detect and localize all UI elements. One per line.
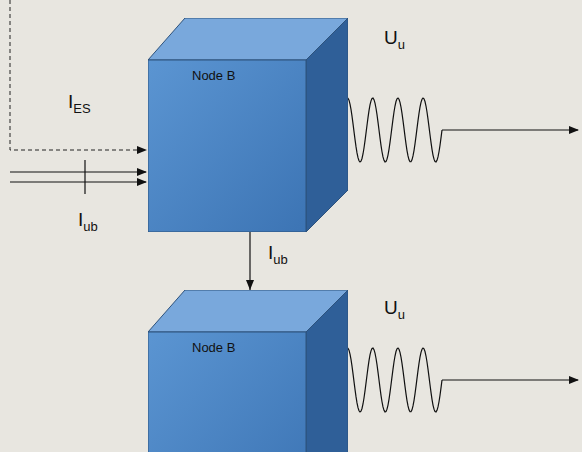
node-b-cube: Node B bbox=[148, 290, 348, 452]
signal-name: Uu bbox=[384, 28, 405, 52]
node-b-cube: Node B bbox=[148, 18, 348, 232]
signal-name: Iub bbox=[78, 210, 98, 234]
iub-connector bbox=[246, 232, 254, 290]
dashed-interface-line bbox=[10, 0, 146, 150]
bundle-tick bbox=[84, 160, 85, 194]
radio-arrow bbox=[442, 129, 578, 130]
cube-outline bbox=[148, 18, 348, 232]
interface-line bbox=[10, 171, 146, 172]
interface-line bbox=[10, 181, 146, 182]
node-label: Node B bbox=[192, 68, 235, 83]
edge-label: Iub bbox=[268, 243, 288, 267]
cube-outline bbox=[148, 290, 348, 452]
signal-name: IES bbox=[68, 92, 91, 116]
signal-name: Uu bbox=[384, 298, 405, 322]
radio-arrow bbox=[442, 379, 578, 380]
node-label: Node B bbox=[192, 340, 235, 355]
